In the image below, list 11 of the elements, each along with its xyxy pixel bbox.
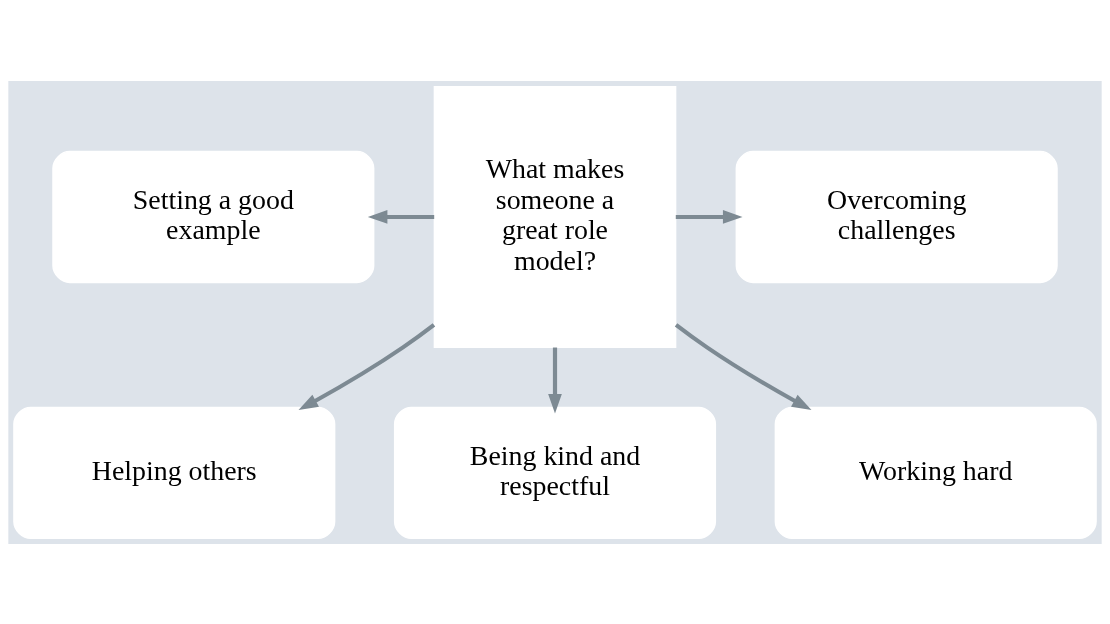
- node-box: Overcoming challenges: [735, 150, 1058, 283]
- arrow: [367, 209, 435, 224]
- node-box: Working hard: [774, 406, 1097, 539]
- node-box: What makes someone a great role model?: [433, 85, 677, 348]
- arrow: [675, 209, 743, 224]
- arrow: [674, 322, 812, 410]
- arrow: [548, 347, 562, 413]
- arrow: [298, 322, 436, 410]
- node-box: Being kind and respectful: [393, 406, 717, 539]
- node-box: Setting a good example: [52, 150, 375, 283]
- node-box: Helping others: [13, 406, 336, 539]
